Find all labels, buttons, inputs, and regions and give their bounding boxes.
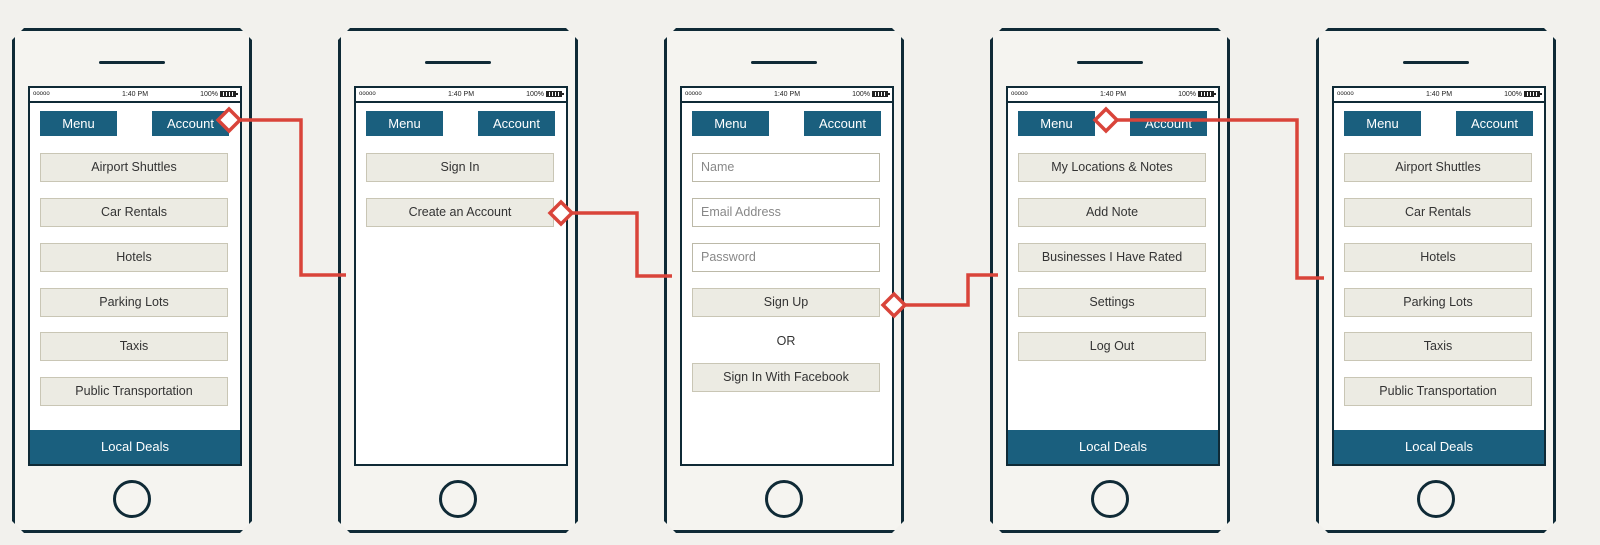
taxis-button[interactable]: Taxis [1344,332,1532,361]
sign-in-button[interactable]: Sign In [366,153,554,182]
password-field[interactable]: Password [692,243,880,272]
status-time: 1:40 PM [447,91,475,98]
battery-percent: 100% [200,91,218,98]
battery-icon [546,91,564,98]
airport-shuttles-button[interactable]: Airport Shuttles [40,153,228,182]
log-out-button[interactable]: Log Out [1018,332,1206,361]
status-bar: ooooo 1:40 PM 100% [1008,88,1218,103]
phone-1-home: ooooo 1:40 PM 100% Menu Account Airport … [12,28,252,533]
phone-4-screen: ooooo 1:40 PM 100% Menu Account My Locat… [1006,86,1220,466]
menu-button[interactable]: Menu [40,111,117,136]
facebook-sign-in-button[interactable]: Sign In With Facebook [692,363,880,392]
settings-button[interactable]: Settings [1018,288,1206,317]
phone-1-screen: ooooo 1:40 PM 100% Menu Account Airport … [28,86,242,466]
status-battery: 100% [200,88,238,101]
status-time: 1:40 PM [773,91,801,98]
businesses-rated-button[interactable]: Businesses I Have Rated [1018,243,1206,272]
taxis-button[interactable]: Taxis [40,332,228,361]
signal-icon: ooooo [33,91,50,97]
sign-up-button[interactable]: Sign Up [692,288,880,317]
connector-create-to-signup [562,211,672,278]
local-deals-button[interactable]: Local Deals [30,430,240,464]
phone-5-home: ooooo 1:40 PM 100% Menu Account Airport … [1316,28,1556,533]
or-divider: OR [776,334,796,348]
battery-icon [1524,91,1542,98]
battery-percent: 100% [1504,91,1522,98]
status-battery: 100% [526,88,564,101]
signal-icon: ooooo [359,91,376,97]
status-bar: ooooo 1:40 PM 100% [30,88,240,103]
connector-signup-to-menu [894,273,998,307]
status-battery: 100% [1178,88,1216,101]
speaker-icon [1403,61,1469,64]
add-note-button[interactable]: Add Note [1018,198,1206,227]
name-field[interactable]: Name [692,153,880,182]
my-locations-notes-button[interactable]: My Locations & Notes [1018,153,1206,182]
battery-icon [1198,91,1216,98]
public-transportation-button[interactable]: Public Transportation [1344,377,1532,406]
menu-button[interactable]: Menu [1018,111,1095,136]
phone-3-signup: ooooo 1:40 PM 100% Menu Account Name Ema… [664,28,904,533]
phone-4-menu: ooooo 1:40 PM 100% Menu Account My Locat… [990,28,1230,533]
battery-percent: 100% [1178,91,1196,98]
account-button[interactable]: Account [1456,111,1533,136]
status-battery: 100% [852,88,890,101]
status-bar: ooooo 1:40 PM 100% [356,88,566,103]
phone-2-account: ooooo 1:40 PM 100% Menu Account Sign In … [338,28,578,533]
status-battery: 100% [1504,88,1542,101]
account-button[interactable]: Account [478,111,555,136]
create-account-button[interactable]: Create an Account [366,198,554,227]
menu-button[interactable]: Menu [366,111,443,136]
speaker-icon [425,61,491,64]
phone-3-screen: ooooo 1:40 PM 100% Menu Account Name Ema… [680,86,894,466]
local-deals-button[interactable]: Local Deals [1008,430,1218,464]
status-time: 1:40 PM [121,91,149,98]
home-button-icon [1417,480,1455,518]
home-button-icon [113,480,151,518]
home-button-icon [765,480,803,518]
status-bar: ooooo 1:40 PM 100% [682,88,892,103]
account-button[interactable]: Account [1130,111,1207,136]
parking-lots-button[interactable]: Parking Lots [40,288,228,317]
local-deals-button[interactable]: Local Deals [1334,430,1544,464]
home-button-icon [439,480,477,518]
airport-shuttles-button[interactable]: Airport Shuttles [1344,153,1532,182]
hotels-button[interactable]: Hotels [40,243,228,272]
speaker-icon [751,61,817,64]
parking-lots-button[interactable]: Parking Lots [1344,288,1532,317]
battery-icon [872,91,890,98]
battery-icon [220,91,238,98]
status-bar: ooooo 1:40 PM 100% [1334,88,1544,103]
speaker-icon [99,61,165,64]
account-button[interactable]: Account [152,111,229,136]
menu-button[interactable]: Menu [1344,111,1421,136]
email-field[interactable]: Email Address [692,198,880,227]
status-time: 1:40 PM [1099,91,1127,98]
account-button[interactable]: Account [804,111,881,136]
car-rentals-button[interactable]: Car Rentals [1344,198,1532,227]
speaker-icon [1077,61,1143,64]
connector-account-to-signin [236,118,346,277]
phone-5-screen: ooooo 1:40 PM 100% Menu Account Airport … [1332,86,1546,466]
battery-percent: 100% [526,91,544,98]
menu-button[interactable]: Menu [692,111,769,136]
home-button-icon [1091,480,1129,518]
public-transportation-button[interactable]: Public Transportation [40,377,228,406]
signal-icon: ooooo [1011,91,1028,97]
battery-percent: 100% [852,91,870,98]
signal-icon: ooooo [685,91,702,97]
signal-icon: ooooo [1337,91,1354,97]
status-time: 1:40 PM [1425,91,1453,98]
phone-2-screen: ooooo 1:40 PM 100% Menu Account Sign In … [354,86,568,466]
hotels-button[interactable]: Hotels [1344,243,1532,272]
car-rentals-button[interactable]: Car Rentals [40,198,228,227]
